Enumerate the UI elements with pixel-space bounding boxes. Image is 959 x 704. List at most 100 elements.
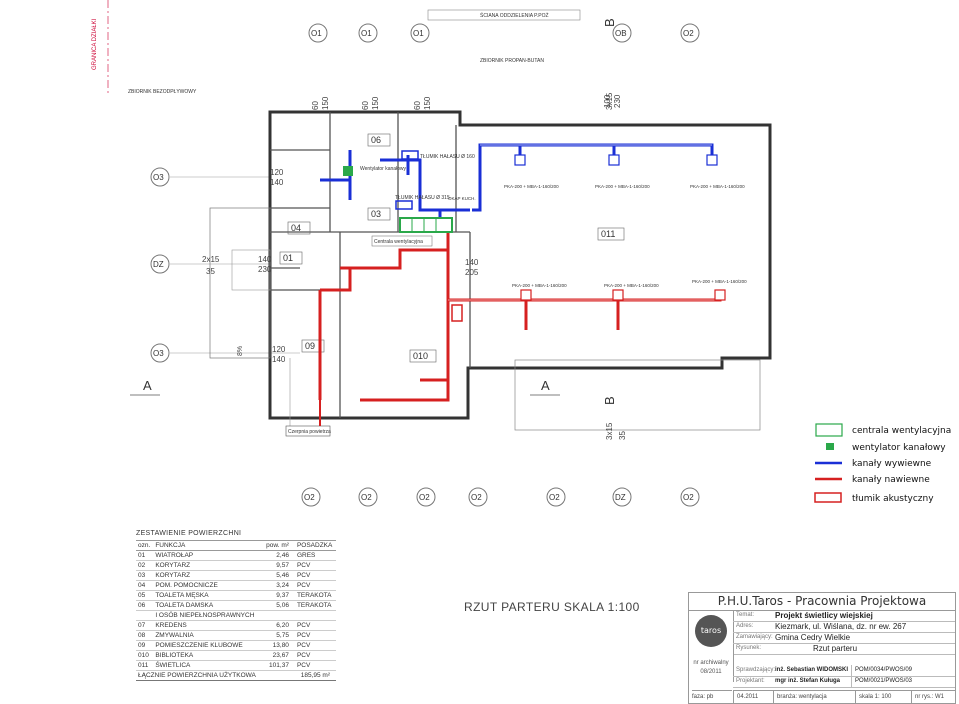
svg-text:TŁUMIK HAŁASU Ø 160: TŁUMIK HAŁASU Ø 160 [420, 154, 475, 160]
tb-archive-no: 08/2011 [700, 669, 722, 675]
schedule-cell-nr: 01 [136, 550, 154, 561]
slope-label: 8% [237, 346, 244, 356]
schedule-cell-name: POMIESZCZENIE KLUBOWE [153, 640, 263, 651]
schedule-cell-nr: 03 [136, 570, 154, 581]
tb-drawing: Rzut parteru [813, 644, 858, 653]
schedule-head-name: FUNKCJA [153, 540, 263, 551]
air-intake-label: Czerpnia powietrza [288, 429, 331, 435]
room-label-010: 010 [413, 351, 428, 361]
silencer-315 [395, 200, 413, 210]
supply-terminal-2: PKA-200 + MBA-1-160/200 [604, 283, 659, 288]
schedule-cell-floor: PCV [294, 660, 336, 671]
schedule-cell-area: 9,37 [262, 590, 295, 601]
svg-text:140: 140 [270, 178, 284, 187]
ahu-stripes [411, 218, 437, 232]
schedule-cell-floor: PCV [294, 580, 336, 591]
exhaust-terminal-1: PKA-200 + MBA-1-160/200 [504, 184, 559, 189]
dimension-labels: 120 140 140 230 2x15 35 120 140 140 205 … [202, 92, 627, 440]
svg-text:DZ: DZ [615, 493, 626, 502]
schedule-cell-nr [136, 610, 154, 621]
svg-text:A: A [143, 378, 152, 393]
tb-scale: skala 1: 100 [855, 690, 911, 704]
room-label-09: 09 [305, 341, 315, 351]
exhaust-terminal-2: PKA-200 + MBA-1-160/200 [595, 184, 650, 189]
schedule-cell-floor: PCV [294, 640, 336, 651]
svg-text:230: 230 [258, 265, 272, 274]
schedule-cell-area: 3,24 [262, 580, 295, 591]
room-label-04: 04 [291, 223, 301, 233]
svg-text:140: 140 [258, 255, 272, 264]
svg-text:3x15: 3x15 [605, 92, 614, 110]
svg-text:150: 150 [423, 96, 432, 110]
schedule-cell-name: POM. POMOCNICZE [153, 580, 263, 591]
schedule-cell-area: 5,06 [262, 600, 295, 611]
svg-text:O2: O2 [683, 29, 694, 38]
svg-text:120: 120 [272, 345, 286, 354]
legend-label-silencer: tłumik akustyczny [852, 494, 934, 504]
propane-tank-label: ZBIORNIK PROPAN-BUTAN [480, 58, 544, 64]
entrance-outline [231, 249, 271, 291]
tb-archive: nr archiwalny 08/2011 [689, 654, 734, 682]
legend-label-fan: wentylator kanałowy [852, 443, 946, 453]
schedule-cell-nr: 011 [136, 660, 154, 671]
schedule-cell-area [262, 610, 295, 621]
svg-text:O1: O1 [361, 29, 372, 38]
svg-text:60: 60 [311, 101, 320, 110]
tb-address-row: Adres: Kiezmark, ul. Wiślana, dz. nr ew.… [733, 621, 955, 633]
supply-ducts [318, 228, 722, 402]
svg-text:35: 35 [618, 431, 627, 440]
svg-text:2x15: 2x15 [202, 255, 220, 264]
room-schedule: ZESTAWIENIE POWIERZCHNI ozn. FUNKCJA pow… [136, 530, 336, 681]
schedule-cell-name: WIATROŁAP [153, 550, 263, 561]
tb-designer-no: POM/0021/PWOS/03 [851, 676, 912, 687]
section-markers: A A B B [130, 18, 617, 405]
septic-tank-label: ZBIORNIK BEZODPŁYWOWY [128, 89, 197, 95]
vestibule-outline [209, 207, 271, 359]
tb-checked-row: Sprawdzający: inż. Sebastian WIDOMSKI PO… [733, 665, 955, 677]
schedule-cell-area: 5,46 [262, 570, 295, 581]
terrace-outline [514, 359, 761, 431]
svg-text:A: A [541, 378, 550, 393]
svg-text:100: 100 [603, 94, 612, 108]
tb-checked-no: POM/0034/PWOS/09 [851, 665, 912, 676]
schedule-cell-nr: 08 [136, 630, 154, 641]
tb-date: 04.2011 [733, 690, 773, 704]
ahu-callout-box [371, 235, 433, 247]
svg-text:DZ: DZ [153, 260, 164, 269]
schedule-cell-name: BIBLIOTEKA [153, 650, 263, 661]
svg-text:O2: O2 [361, 493, 372, 502]
schedule-cell-floor: PCV [294, 650, 336, 661]
tb-branch: branża: wentylacja [773, 690, 857, 704]
supply-terminal-3: PKA-200 + MBA-1-160/200 [692, 279, 747, 284]
schedule-total-value: 185,95 m² [262, 670, 336, 681]
tb-client-row: Zamawiający: Gmina Cedry Wielkie [733, 632, 955, 644]
svg-text:OB: OB [615, 29, 627, 38]
axis-markers-left: O3 DZ O3 [150, 167, 170, 363]
svg-text:O2: O2 [549, 493, 560, 502]
tb-address: Kiezmark, ul. Wiślana, dz. nr ew. 267 [775, 622, 907, 631]
svg-text:205: 205 [465, 268, 479, 277]
schedule-head-area: pow. m² [262, 540, 295, 551]
schedule-cell-area: 5,75 [262, 630, 295, 641]
svg-text:O3: O3 [153, 349, 164, 358]
schedule-cell-name: TOALETA MĘSKA [153, 590, 263, 601]
room-label-01: 01 [283, 253, 293, 263]
silencer-160 [401, 150, 419, 160]
schedule-cell-floor: PCV [294, 620, 336, 631]
svg-text:O3: O3 [153, 173, 164, 182]
schedule-cell-area: 23,67 [262, 650, 295, 661]
schedule-cell-area: 2,46 [262, 550, 295, 561]
schedule-total-row: ŁĄCZNIE POWIERZCHNIA UŻYTKOWA 185,95 m² [136, 670, 336, 681]
room-label-011: 011 [601, 229, 615, 239]
legend-swatch-fan [826, 443, 834, 450]
legend: centrala wentylacyjna wentylator kanałow… [814, 423, 951, 504]
svg-text:OKAP KUCH.: OKAP KUCH. [448, 196, 476, 201]
svg-text:60: 60 [361, 101, 370, 110]
